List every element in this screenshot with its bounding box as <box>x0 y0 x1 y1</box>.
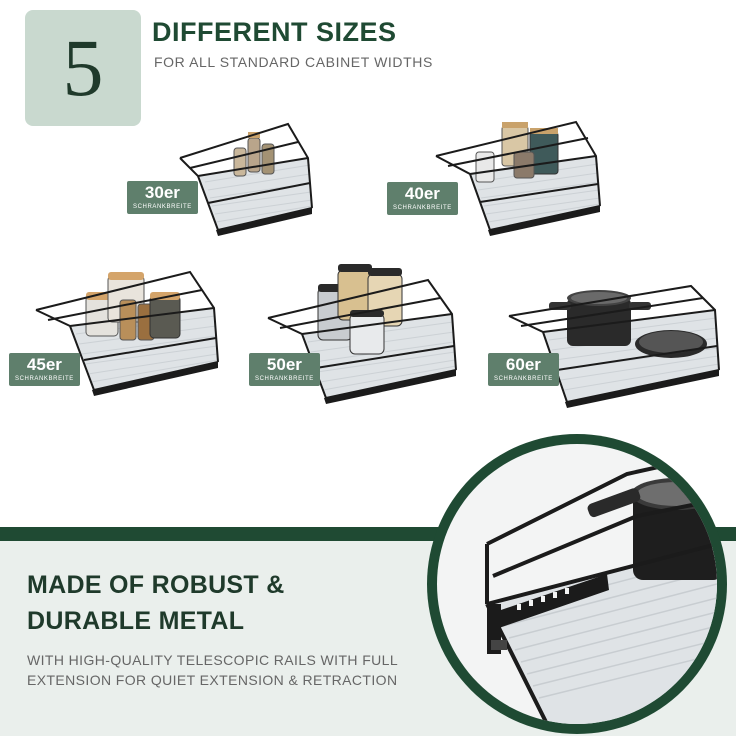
size-count-badge: 5 <box>25 10 141 126</box>
size-label-45: 45er SCHRANKBREITE <box>9 353 80 386</box>
rail-detail-image <box>437 444 717 724</box>
material-title-line2: DURABLE METAL <box>27 607 245 635</box>
size-label-value: 60er <box>505 355 541 374</box>
basket-30-image <box>179 122 313 236</box>
size-label-caption: SCHRANKBREITE <box>393 205 452 211</box>
size-label-50: 50er SCHRANKBREITE <box>249 353 320 386</box>
size-count-number: 5 <box>62 22 104 113</box>
basket-60-image <box>508 284 720 408</box>
basket-45-image <box>35 270 219 396</box>
size-label-value: 50er <box>266 355 302 374</box>
size-label-value: 30er <box>144 183 180 202</box>
material-title: MADE OF ROBUST & DURABLE METAL <box>27 567 447 639</box>
detail-zoom-circle <box>427 434 727 734</box>
headline: DIFFERENT SIZES <box>152 17 397 47</box>
size-label-60: 60er SCHRANKBREITE <box>488 353 559 386</box>
material-subtitle: WITH HIGH-QUALITY TELESCOPIC RAILS WITH … <box>27 652 398 688</box>
basket-40-image <box>435 120 601 236</box>
material-title-line1: MADE OF ROBUST & <box>27 571 285 599</box>
size-label-caption: SCHRANKBREITE <box>255 376 314 382</box>
size-label-caption: SCHRANKBREITE <box>15 376 74 382</box>
size-label-caption: SCHRANKBREITE <box>494 376 553 382</box>
headline-subtitle: FOR ALL STANDARD CABINET WIDTHS <box>154 54 433 70</box>
size-label-value: 45er <box>26 355 62 374</box>
size-label-40: 40er SCHRANKBREITE <box>387 182 458 215</box>
size-label-caption: SCHRANKBREITE <box>133 204 192 210</box>
size-label-value: 40er <box>404 184 440 203</box>
basket-50-image <box>267 264 457 404</box>
size-label-30: 30er SCHRANKBREITE <box>127 181 198 214</box>
